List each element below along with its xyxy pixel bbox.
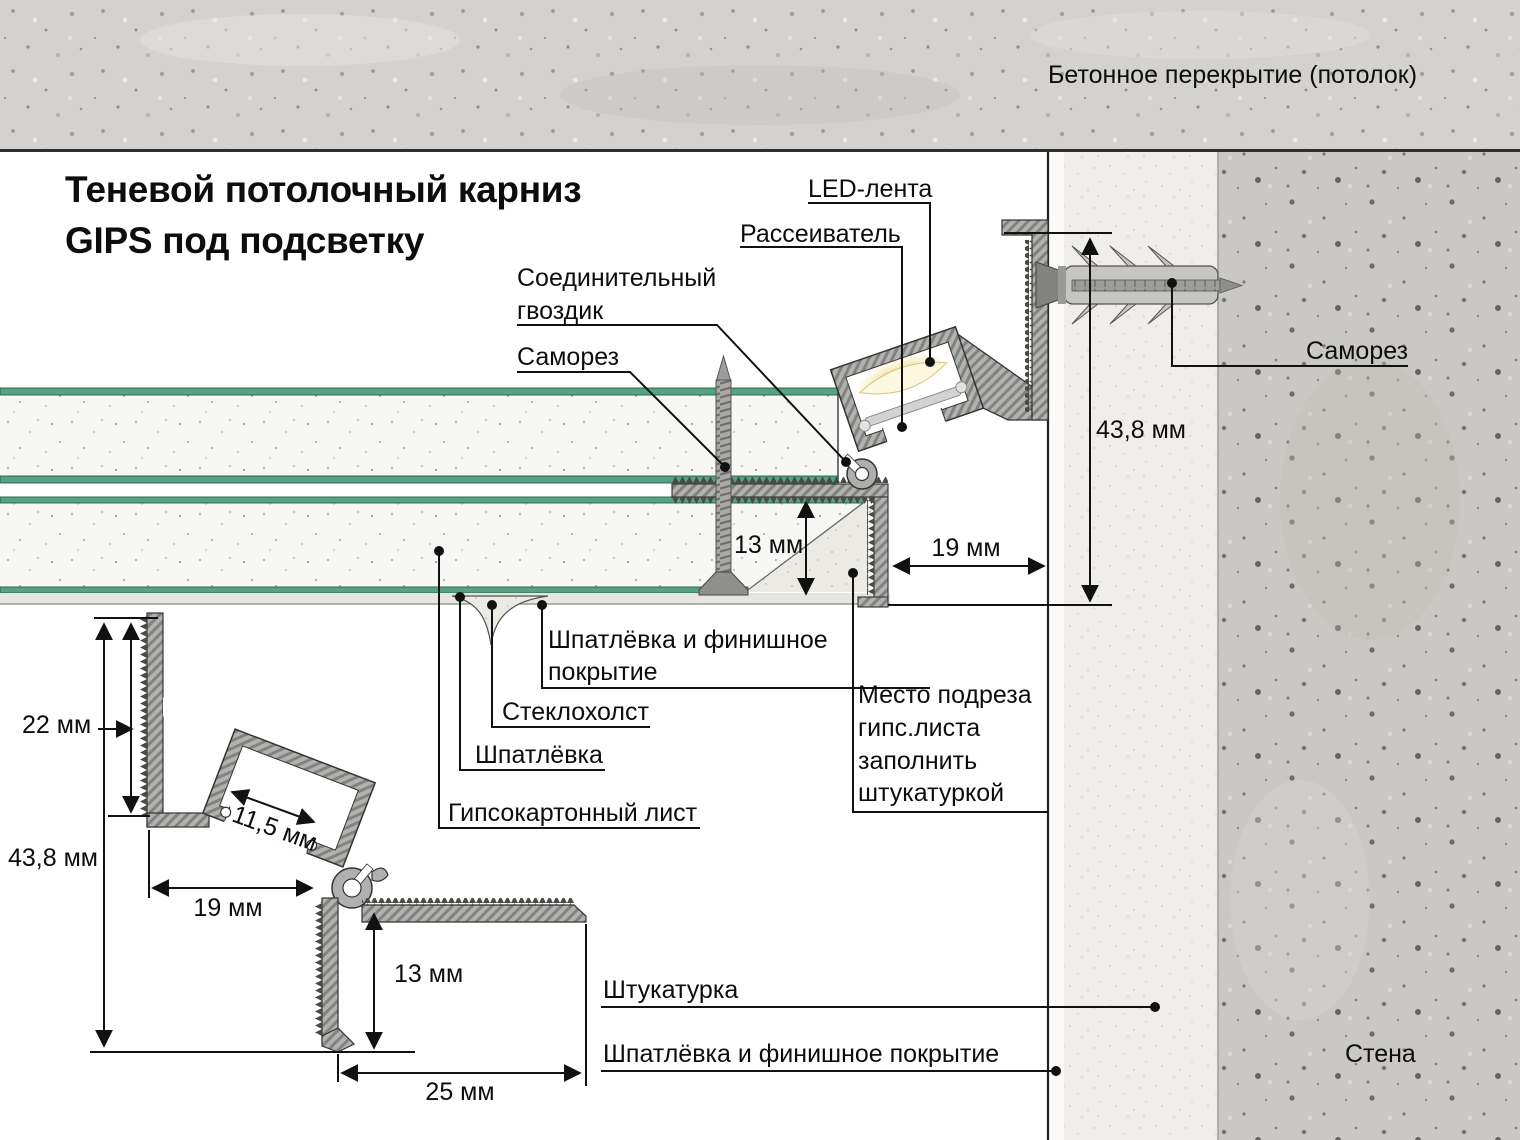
- ceiling-finish-coat: [0, 593, 890, 604]
- drywall-stack: [0, 387, 890, 646]
- cut-area-label-line4: штукатуркой: [858, 779, 1004, 807]
- ceiling-slab: [0, 0, 1520, 152]
- page-title-line2: GIPS под подсветку: [65, 220, 425, 261]
- leader-diffuser: [740, 246, 903, 427]
- drywall-upper-core: [0, 395, 838, 476]
- leader-drywall-sheet: [438, 551, 700, 829]
- leader-screw-right: [1171, 283, 1408, 367]
- wall-finish-coat-layer: [1048, 152, 1064, 1140]
- dim-section-height: 43,8 мм: [8, 844, 98, 872]
- leader-lines: [434, 202, 1408, 1076]
- wall-concrete: [1218, 152, 1520, 1140]
- leader-nail: [517, 324, 847, 463]
- profile-cross-section: [140, 612, 587, 1053]
- dim-ledge-depth: 19 мм: [931, 534, 1000, 562]
- dim-section-depth: 19 мм: [193, 894, 262, 922]
- wall-label: Стена: [1345, 1040, 1416, 1068]
- screw-left-label: Саморез: [517, 343, 619, 371]
- page-title-line1: Теневой потолочный карниз: [65, 169, 581, 210]
- dim-upper-flange: 22 мм: [22, 711, 91, 739]
- cut-area-label-line1: Место подреза: [858, 681, 1032, 709]
- led-channel: [829, 325, 985, 453]
- dim-base-width: 25 мм: [425, 1078, 494, 1106]
- dim-overall-height: 43,8 мм: [1096, 416, 1186, 444]
- led-strip-label: LED-лента: [808, 175, 932, 203]
- wall-putty-finish-label: Шпатлёвка и финишное покрытие: [603, 1040, 999, 1068]
- dim-channel-opening-arrow: [230, 789, 316, 825]
- leader-screw-left: [517, 371, 726, 468]
- section-nail-clip: [331, 863, 389, 909]
- wall-screw-shaft: [1071, 279, 1221, 292]
- drywall-sheet-label: Гипсокартонный лист: [448, 799, 698, 827]
- dim-drywall-thickness: 13 мм: [734, 531, 803, 559]
- cut-area-label-line3: заполнить: [858, 747, 977, 775]
- cut-area-label-line2: гипс.листа: [858, 714, 980, 742]
- drywall-screw: [698, 354, 749, 596]
- leader-fiberglass: [491, 605, 650, 728]
- leader-putty: [459, 597, 605, 771]
- screw-head: [698, 571, 749, 596]
- nail-label-line2: гвоздик: [517, 297, 604, 325]
- leader-putty-finish: [541, 605, 930, 689]
- ceiling-slab-label: Бетонное перекрытие (потолок): [1048, 61, 1417, 89]
- screw-right-label: Саморез: [1306, 337, 1408, 365]
- leader-led: [808, 202, 931, 362]
- dimensions-section: [90, 617, 587, 1086]
- fiberglass-label: Стеклохолст: [502, 698, 649, 726]
- wall-plaster-label: Штукатурка: [603, 976, 738, 1004]
- dimensions-main: [797, 232, 1112, 606]
- putty-finish-label-line1: Шпатлёвка и финишное: [548, 626, 828, 654]
- diffuser-label: Рассеиватель: [740, 220, 901, 248]
- nail-label-line1: Соединительный: [517, 264, 716, 292]
- shadow-profile-installed: [671, 219, 1049, 608]
- leader-cut-area: [852, 573, 1048, 813]
- putty-label: Шпатлёвка: [475, 741, 603, 769]
- dim-lower-flange: 13 мм: [394, 960, 463, 988]
- putty-finish-label-line2: покрытие: [548, 658, 658, 686]
- led-lens: [858, 361, 948, 395]
